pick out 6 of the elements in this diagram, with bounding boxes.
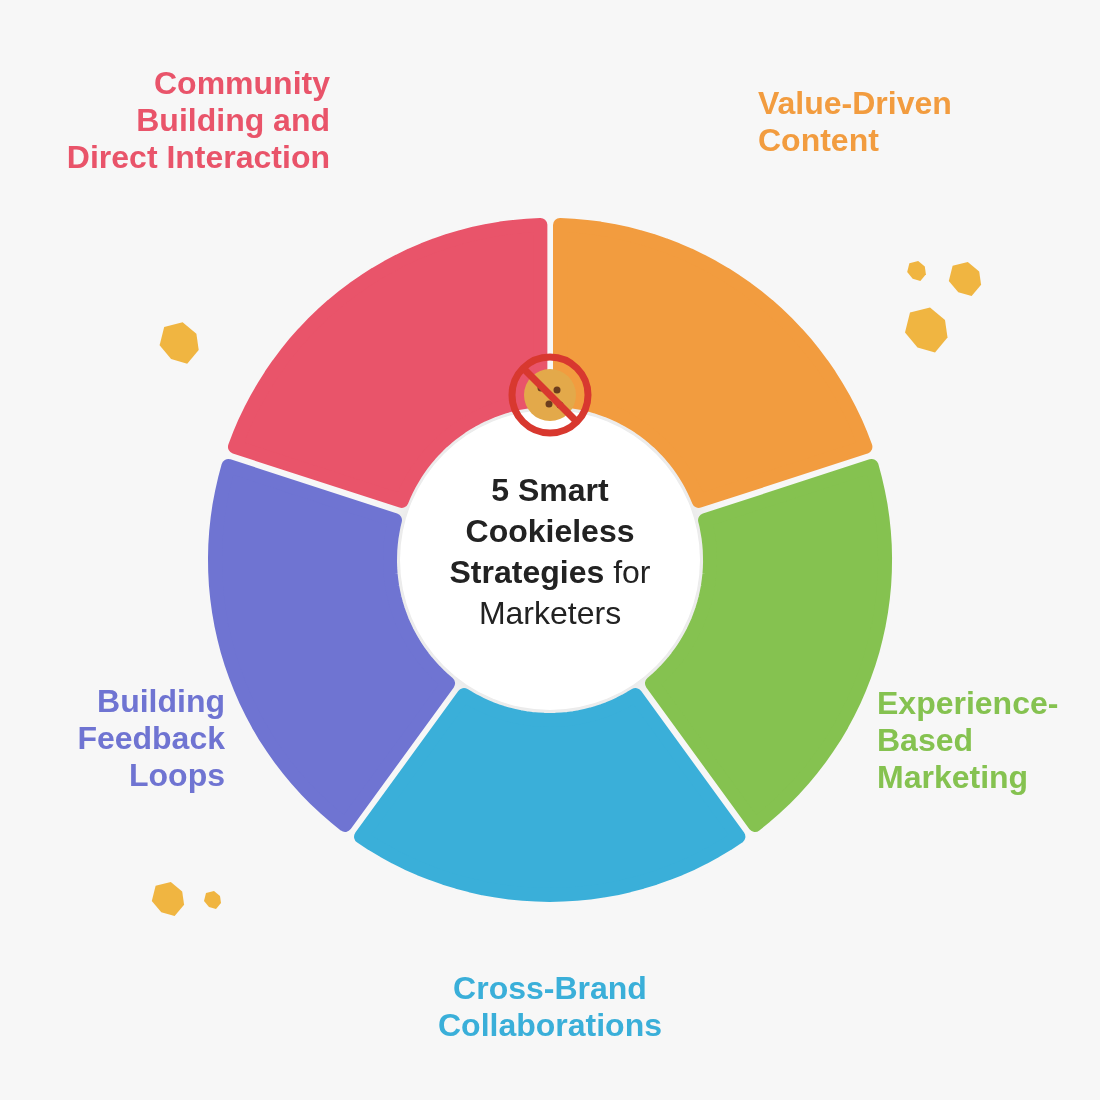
segment-label: Cross-Brand Collaborations <box>436 970 663 1044</box>
segment-label: Value-Driven Content <box>758 85 953 159</box>
segment-label: Building Feedback Loops <box>76 683 225 794</box>
diagram-title: 5 Smart Cookieless Strategies for Marketers <box>448 471 652 633</box>
segment-label: Community Building and Direct Interaction <box>65 65 330 176</box>
segment-label: Experience-Based Marketing <box>877 685 1060 796</box>
